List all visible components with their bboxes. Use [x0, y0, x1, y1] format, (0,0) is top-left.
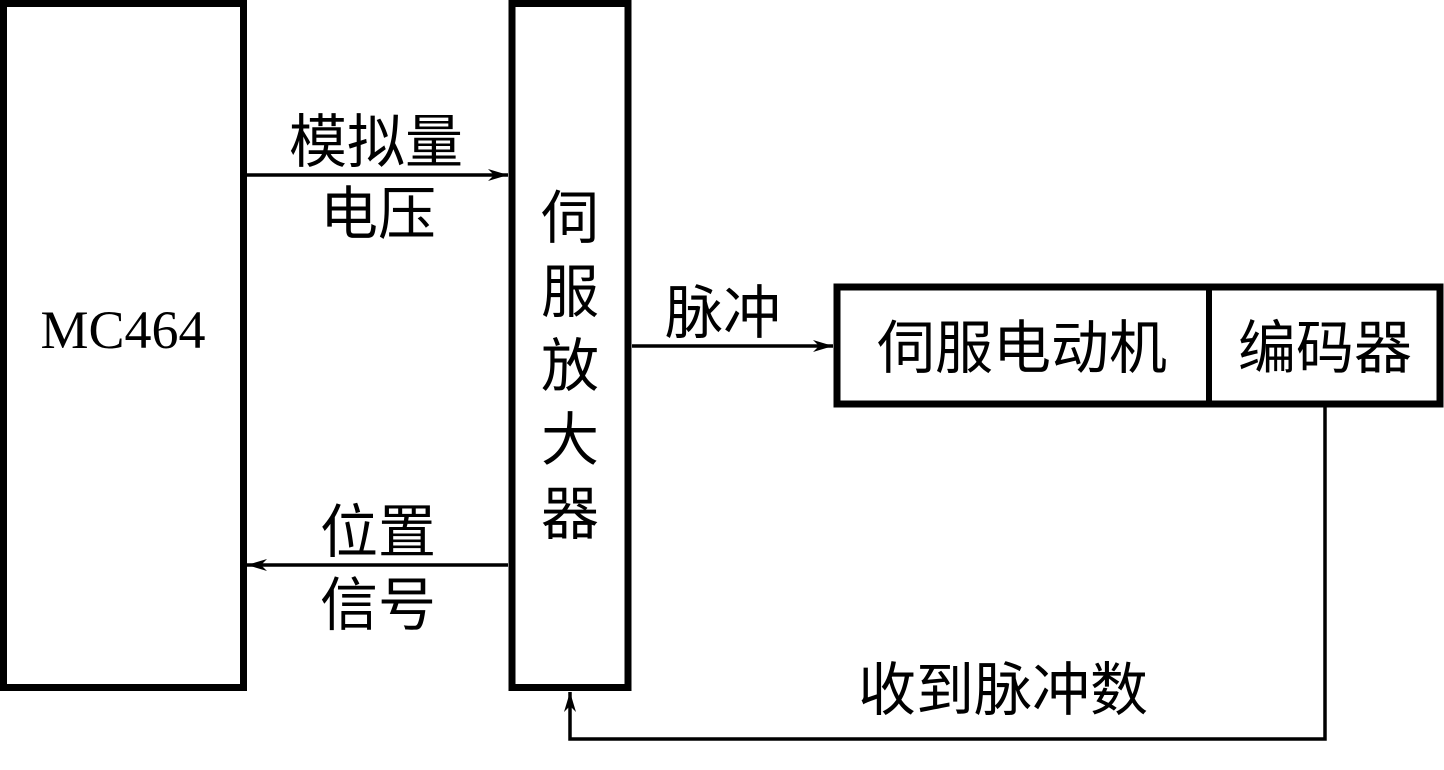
position-signal-label-1: 位置 — [320, 498, 436, 566]
motor-block — [833, 283, 1444, 408]
amplifier-block — [508, 0, 632, 691]
analog-voltage-label-1: 模拟量 — [289, 108, 463, 176]
feedback-label: 收到脉冲数 — [858, 656, 1148, 724]
analog-voltage-label-2: 电压 — [320, 180, 436, 248]
encoder-label: 编码器 — [1238, 314, 1412, 382]
amplifier-char: 器 — [541, 480, 599, 548]
feedback-arrow — [564, 406, 1327, 741]
controller-label: MC464 — [40, 300, 205, 360]
amplifier-label: 伺 服 放 大 器 — [541, 184, 599, 548]
position-signal-label-2: 信号 — [320, 571, 436, 639]
amplifier-char: 伺 — [541, 184, 599, 252]
motor-label: 伺服电动机 — [877, 314, 1167, 382]
controller-block — [0, 0, 247, 691]
amplifier-char: 放 — [541, 332, 599, 400]
amplifier-char: 大 — [541, 406, 599, 474]
pulse-label: 脉冲 — [665, 279, 781, 347]
amplifier-char: 服 — [541, 258, 599, 326]
